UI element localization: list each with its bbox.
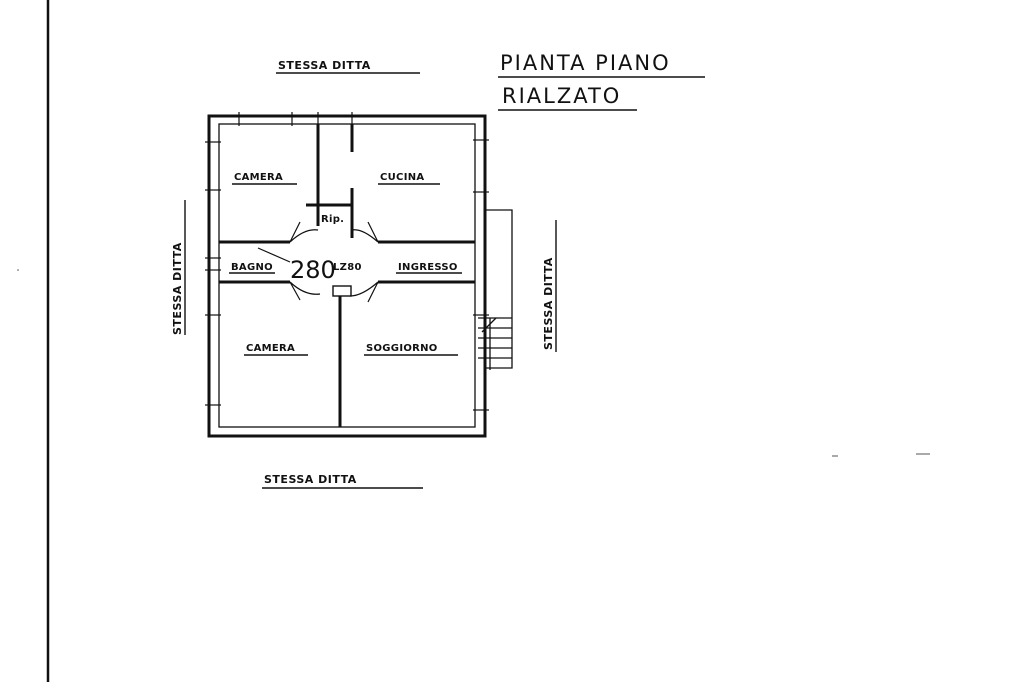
room-label-ripostiglio: Rip. [321,214,344,225]
boundary-right-label: STESSA DITTA [542,257,555,350]
room-label-camera-top: CAMERA [234,172,283,183]
room-label-camera-bottom: CAMERA [246,343,295,354]
window-marks [205,112,489,411]
stray-dot [17,269,19,271]
outer-walls [207,114,487,438]
boundary-bottom-label: STESSA DITTA [264,473,357,486]
boundary-top-label: STESSA DITTA [278,59,371,72]
room-label-bagno: BAGNO [231,262,273,273]
interior-walls [219,124,475,427]
boundary-left-label: STESSA DITTA [171,242,184,335]
external-stairs [478,209,513,370]
room-label-cucina: CUCINA [380,172,424,183]
room-label-soggiorno: SOGGIORNO [366,343,438,354]
title-line2: RIALZATO [502,84,621,108]
title-line1: PIANTA PIANO [500,51,671,75]
door-swings [257,221,379,303]
chimney [332,285,352,297]
height-annotation: 280 [290,256,336,284]
room-label-ingresso: INGRESSO [398,262,458,273]
room-label-disimpegno: LZ80 [333,262,362,273]
